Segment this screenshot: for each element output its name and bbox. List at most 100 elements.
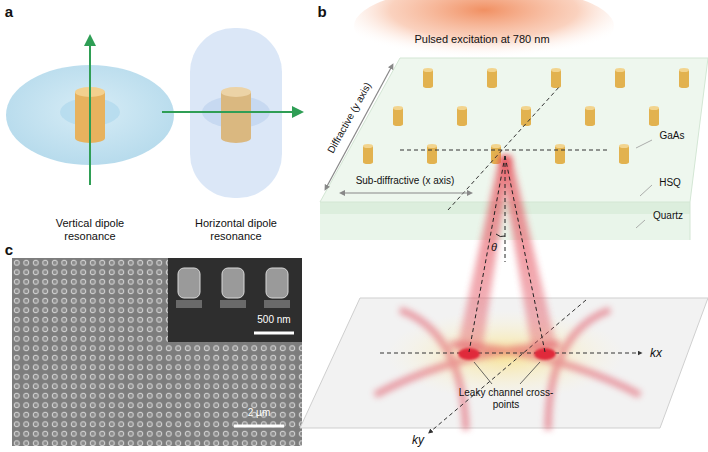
figure-part — [220, 300, 246, 308]
figure-part — [457, 122, 467, 126]
gaas-pillar — [423, 68, 433, 88]
figure-part — [264, 300, 290, 308]
figure-part — [234, 425, 284, 428]
figure-part — [615, 84, 625, 88]
gaas-pillar — [521, 106, 531, 126]
figure-part — [615, 68, 625, 72]
figure-part — [430, 300, 586, 432]
figure-part — [649, 106, 659, 110]
gaas-pillar — [649, 106, 659, 126]
axis-label: ky — [412, 433, 424, 447]
figure-part — [520, 362, 540, 384]
gaas-pillars — [363, 68, 689, 164]
figure-part — [649, 122, 659, 126]
pump-label: Pulsed excitation at 780 nm — [414, 33, 549, 46]
panel-letter: b — [317, 3, 326, 21]
figure-part — [162, 111, 298, 113]
figure-part — [12, 258, 302, 446]
figure-part — [221, 87, 251, 97]
scale-label: 500 nm — [257, 314, 290, 326]
horizontal-dipole — [162, 28, 298, 198]
figure-part — [176, 300, 202, 308]
figure-part — [585, 108, 595, 124]
figure-part — [521, 122, 531, 126]
figure-part — [221, 92, 251, 138]
gaas-pillar — [457, 106, 467, 126]
figure-part — [222, 268, 244, 298]
layer-label: Quartz — [653, 210, 683, 222]
figure-part — [555, 146, 565, 162]
figure-part — [619, 144, 629, 148]
figure-part — [266, 268, 288, 298]
figure-part — [221, 133, 251, 143]
vertical-dipole — [6, 40, 174, 185]
figure-part — [326, 66, 392, 188]
figure-part — [585, 122, 595, 126]
figure-part — [176, 300, 290, 308]
figure-part — [521, 106, 531, 110]
figure-part — [679, 84, 689, 88]
figure-part — [393, 106, 403, 110]
gaas-pillar — [619, 144, 629, 164]
figure-part — [363, 144, 373, 148]
panel-letter: a — [5, 3, 13, 21]
figure-part — [427, 144, 437, 148]
figure-part — [487, 70, 497, 86]
pump-glow — [354, 0, 614, 66]
layer-leaders — [636, 140, 652, 228]
figure-part — [400, 150, 610, 151]
gaas-pillar — [551, 68, 561, 88]
figure-part — [363, 160, 373, 164]
figure-part — [375, 310, 640, 430]
figure-part — [342, 192, 470, 193]
mode-label: Horizontal dipole resonance — [176, 217, 296, 243]
figure-part — [89, 40, 91, 185]
figure-part — [679, 68, 689, 72]
figure-part — [521, 108, 531, 124]
figure-part — [456, 156, 511, 352]
figure-part — [619, 160, 629, 164]
emission-beams — [456, 156, 558, 360]
axis-label: Sub-diffractive (x axis) — [356, 175, 455, 187]
figure-part — [423, 68, 433, 72]
figure-part — [505, 156, 545, 352]
figure-part — [555, 160, 565, 164]
figure-part — [423, 84, 433, 88]
gaas-pillar — [393, 106, 403, 126]
gaas-pillar — [679, 68, 689, 88]
figure-part — [500, 156, 558, 352]
figure-part — [178, 268, 200, 298]
figure-part — [457, 108, 467, 124]
figure-part — [393, 122, 403, 126]
figure-part — [491, 144, 501, 148]
gaas-pillar — [615, 68, 625, 88]
sem-image — [12, 258, 302, 446]
figure-part — [551, 84, 561, 88]
axis-label: Diffractive (y axis) — [326, 80, 375, 155]
figure-part — [649, 108, 659, 124]
angle-symbol: θ — [491, 241, 497, 254]
figure-part — [474, 362, 492, 384]
figure-part — [487, 84, 497, 88]
figure-part — [505, 156, 506, 262]
figure-part — [380, 353, 640, 354]
scale-label: 2 µm — [248, 407, 270, 419]
figure-part — [457, 106, 467, 110]
figure-part — [469, 156, 545, 352]
figure-part — [496, 234, 505, 237]
k-plane — [300, 298, 708, 432]
figure-part — [636, 220, 645, 228]
figure-part — [363, 146, 373, 162]
figure-part — [679, 70, 689, 86]
figure-part — [178, 268, 288, 298]
figure-part — [640, 185, 652, 196]
callout-label: Leaky channel cross-points — [454, 387, 558, 411]
figure-part — [300, 298, 708, 428]
gaas-pillar — [555, 144, 565, 164]
layer-label: HSQ — [659, 177, 681, 189]
panel-letter: c — [5, 241, 13, 259]
figure-part — [254, 332, 294, 335]
gaas-pillar — [363, 144, 373, 164]
figure-part — [427, 160, 437, 164]
layer-label: GaAs — [659, 130, 684, 142]
